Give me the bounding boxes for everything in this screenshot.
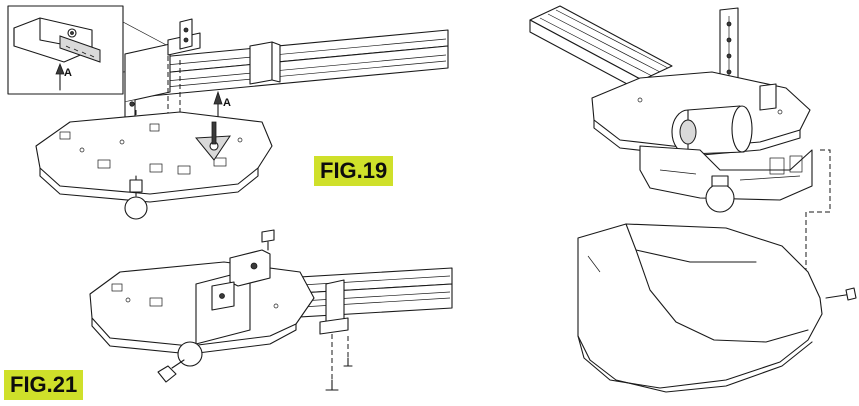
fig21-label: FIG.21 bbox=[4, 370, 84, 400]
fig19-rail bbox=[149, 29, 449, 97]
main-arrow-label: A bbox=[223, 97, 231, 109]
motor bbox=[671, 105, 753, 155]
fig19-bracket bbox=[124, 18, 201, 119]
cover-shell bbox=[577, 223, 823, 393]
fig19-illustration bbox=[7, 5, 449, 220]
fig19-chassis bbox=[35, 111, 273, 220]
motor-unit-illustration bbox=[529, 5, 857, 393]
fig19-label: FIG.19 bbox=[314, 156, 394, 186]
fig21-illustration bbox=[89, 229, 453, 391]
inset-arrow-label: A bbox=[64, 67, 72, 79]
fig21-bracket bbox=[195, 249, 349, 345]
